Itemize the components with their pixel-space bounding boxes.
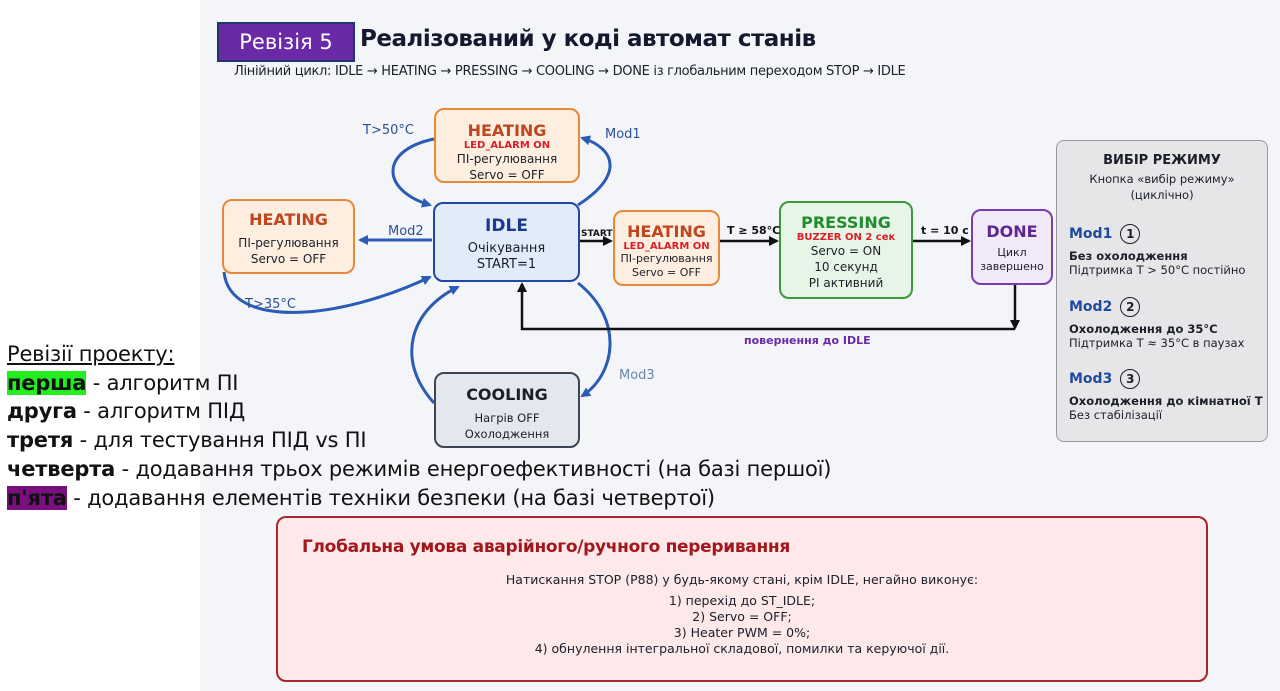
state-title: HEATING	[627, 222, 706, 241]
mode-name: Mod3	[1069, 370, 1113, 387]
mode-number-icon: 3	[1120, 368, 1141, 389]
alarm-step: 4) обнулення інтегральної складової, пом…	[534, 641, 950, 656]
mode-desc: Підтримка T > 50°C постійно	[1069, 262, 1246, 277]
state-line: завершено	[980, 260, 1044, 273]
mode-panel-title: ВИБІР РЕЖИМУ	[1103, 153, 1221, 168]
state-title: HEATING	[249, 210, 328, 229]
revisions-header: Ревізії проекту:	[7, 342, 175, 366]
mode-number-icon: 1	[1120, 223, 1141, 244]
alarm-intro: Натискання STOP (P88) у будь-якому стані…	[505, 572, 979, 587]
label-t50: T>50°C	[363, 123, 414, 138]
mode-title: Без охолодження	[1069, 248, 1188, 263]
revision-desc: - алгоритм ПІД	[76, 399, 246, 424]
state-line: Servo = OFF	[250, 252, 327, 266]
mode-title: Охолодження до кімнатної T	[1069, 393, 1263, 408]
state-title: DONE	[986, 222, 1038, 241]
state-heating-left: HEATING ПІ-регулювання Servo = OFF	[222, 199, 355, 274]
label-mod1: Mod1	[605, 127, 641, 142]
mode-desc: Підтримка T ≈ 35°C в паузах	[1069, 335, 1245, 350]
revision-item: третя - для тестування ПІД vs ПІ	[7, 426, 831, 455]
state-title: PRESSING	[801, 213, 891, 232]
state-line: ПІ-регулювання	[620, 252, 713, 265]
state-heating-main: HEATING LED_ALARM ON ПІ-регулювання Serv…	[613, 210, 720, 286]
mode-title: Охолодження до 35°C	[1069, 321, 1218, 336]
state-line: Нагрів OFF	[474, 411, 540, 425]
state-line: START=1	[476, 257, 537, 272]
state-line: ПІ-регулювання	[238, 236, 339, 250]
state-idle: IDLE Очікування START=1	[433, 202, 580, 282]
state-line: 10 секунд	[814, 260, 878, 274]
revision-desc: - додавання елементів техніки безпеки (н…	[66, 485, 715, 510]
state-line: Очікування	[467, 241, 546, 256]
state-alarm: BUZZER ON 2 сек	[796, 232, 896, 243]
label-return-idle: повернення до IDLE	[744, 334, 871, 347]
label-t35: T>35°C	[245, 297, 296, 312]
state-line: PI активний	[808, 276, 884, 290]
state-title: COOLING	[466, 385, 548, 404]
label-mod3: Mod3	[619, 368, 655, 383]
state-line: Охолодження	[464, 427, 550, 441]
label-t58: T ≥ 58°C	[727, 224, 781, 237]
state-done: DONE Цикл завершено	[971, 209, 1053, 285]
label-start: START	[581, 229, 613, 239]
state-alarm: LED_ALARM ON	[623, 241, 710, 252]
alarm-title: Глобальна умова аварійного/ручного перер…	[302, 537, 790, 557]
slide-subtitle: Лінійний цикл: IDLE → HEATING → PRESSING…	[234, 64, 906, 79]
revision-desc: - для тестування ПІД vs ПІ	[73, 428, 367, 453]
mode-name: Mod2	[1069, 298, 1113, 315]
mode-desc: Без стабілізації	[1069, 407, 1163, 422]
mode-item-3: Mod3 3 Охолодження до кімнатної T Без ста…	[1069, 368, 1263, 422]
revision-name: п'ята	[7, 485, 67, 510]
label-mod2: Mod2	[388, 224, 424, 239]
revisions-list: Ревізії проекту: перша - алгоритм ПІ дру…	[7, 340, 831, 512]
revision-item: четверта - додавання трьох режимів енерг…	[7, 455, 831, 484]
revision-desc: - додавання трьох режимів енергоефективн…	[115, 456, 832, 481]
mode-panel-subtitle-2: (циклічно)	[1130, 188, 1194, 202]
revision-name: третя	[7, 428, 74, 453]
mode-selection-panel: ВИБІР РЕЖИМУ Кнопка «вибір режиму» (цикл…	[1056, 140, 1268, 442]
alarm-step: 2) Servo = OFF;	[692, 609, 792, 624]
revision-item: друга - алгоритм ПІД	[7, 397, 831, 426]
revision-item: п'ята - додавання елементів техніки безп…	[7, 484, 831, 513]
mode-number-icon: 2	[1120, 296, 1141, 317]
state-line: Servo = OFF	[469, 168, 545, 182]
revision-name: друга	[7, 399, 77, 424]
state-pressing: PRESSING BUZZER ON 2 сек Servo = ON 10 с…	[779, 201, 913, 299]
state-heating-top: HEATING LED_ALARM ON ПІ-регулювання Serv…	[434, 108, 580, 183]
state-line: Servo = ON	[810, 244, 882, 258]
revision-item: перша - алгоритм ПІ	[7, 369, 831, 398]
alarm-step: 3) Heater PWM = 0%;	[673, 625, 811, 640]
revision-badge: Ревізія 5	[217, 22, 355, 62]
mode-panel-subtitle: Кнопка «вибір режиму»	[1089, 172, 1235, 186]
state-title: IDLE	[485, 216, 528, 236]
revision-name: четверта	[7, 456, 116, 481]
state-alarm: LED_ALARM ON	[463, 140, 551, 151]
mode-item-1: Mod1 1 Без охолодження Підтримка T > 50°C…	[1069, 223, 1245, 277]
revision-name: перша	[7, 370, 87, 395]
state-line: Цикл	[997, 246, 1027, 259]
alarm-step: 1) перехід до ST_IDLE;	[668, 593, 816, 608]
alarm-body: Натискання STOP (P88) у будь-якому стані…	[278, 572, 1206, 657]
slide-title: Реалізований у коді автомат станів	[360, 26, 816, 52]
state-line: Servo = OFF	[631, 266, 702, 279]
state-line: ПІ-регулювання	[456, 152, 558, 166]
state-cooling: COOLING Нагрів OFF Охолодження	[434, 372, 580, 448]
mode-name: Mod1	[1069, 225, 1113, 242]
mode-item-2: Mod2 2 Охолодження до 35°C Підтримка T ≈ …	[1069, 296, 1244, 350]
revision-desc: - алгоритм ПІ	[86, 370, 239, 395]
global-stop-condition-panel: Глобальна умова аварійного/ручного перер…	[276, 516, 1208, 682]
label-t10: t = 10 c	[921, 224, 969, 237]
state-title: HEATING	[467, 121, 547, 140]
